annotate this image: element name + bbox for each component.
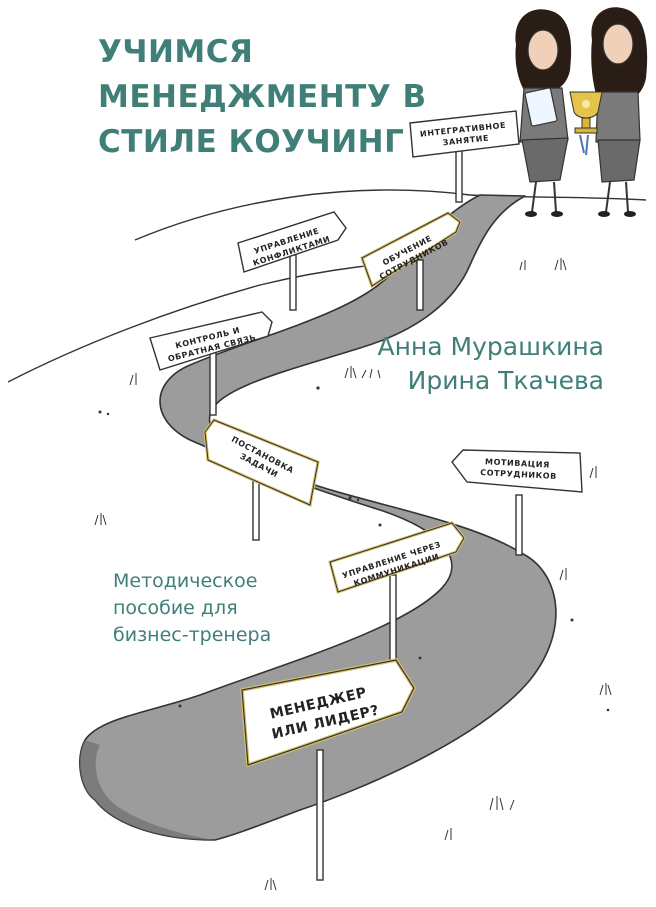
author-2: Ирина Ткачева bbox=[407, 366, 604, 395]
svg-text:МОТИВАЦИЯ СОТРУДНИКОВ: МОТИВАЦИЯ СОТРУДНИКОВ bbox=[480, 457, 558, 481]
sign-communication: УПРАВЛЕНИЕ ЧЕРЕЗ КОММУНИКАЦИИ bbox=[328, 521, 466, 594]
author-1: Анна Мурашкина bbox=[377, 332, 604, 361]
road-shadow bbox=[79, 740, 215, 840]
trophy-icon bbox=[569, 91, 603, 134]
subtitle-line1: Методическое bbox=[113, 570, 258, 592]
sign-motivation: МОТИВАЦИЯ СОТРУДНИКОВ bbox=[451, 449, 583, 493]
subtitle-line3: бизнес-тренера bbox=[113, 624, 272, 646]
winding-road bbox=[79, 194, 557, 841]
sign-motivation-line1: МОТИВАЦИЯ bbox=[485, 457, 550, 469]
sign-motivation-line2: СОТРУДНИКОВ bbox=[480, 468, 557, 481]
tablet-icon bbox=[524, 87, 558, 127]
book-subtitle: Методическое пособие для бизнес-тренера bbox=[113, 568, 271, 649]
woman-with-trophy-figure bbox=[569, 7, 648, 217]
subtitle-line2: пособие для bbox=[113, 597, 238, 619]
hill-back bbox=[134, 189, 647, 241]
grass-decoration bbox=[94, 258, 612, 891]
book-title-line3: СТИЛЕ КОУЧИНГ bbox=[98, 124, 405, 160]
sign-tasks: ПОСТАНОВКА ЗАДАЧИ bbox=[203, 418, 320, 508]
sign-integrative: ИНТЕГРАТИВНОЕ ЗАНЯТИЕ bbox=[409, 110, 520, 158]
woman-with-tablet-figure bbox=[515, 9, 572, 217]
book-title: УЧИМСЯ МЕНЕДЖМЕНТУ В СТИЛЕ КОУЧИНГ bbox=[98, 30, 427, 165]
book-title-line1: УЧИМСЯ bbox=[98, 34, 254, 70]
pebbles-decoration bbox=[98, 386, 610, 712]
book-title-line2: МЕНЕДЖМЕНТУ В bbox=[98, 79, 427, 115]
authors-block: Анна Мурашкина Ирина Ткачева bbox=[377, 330, 604, 398]
